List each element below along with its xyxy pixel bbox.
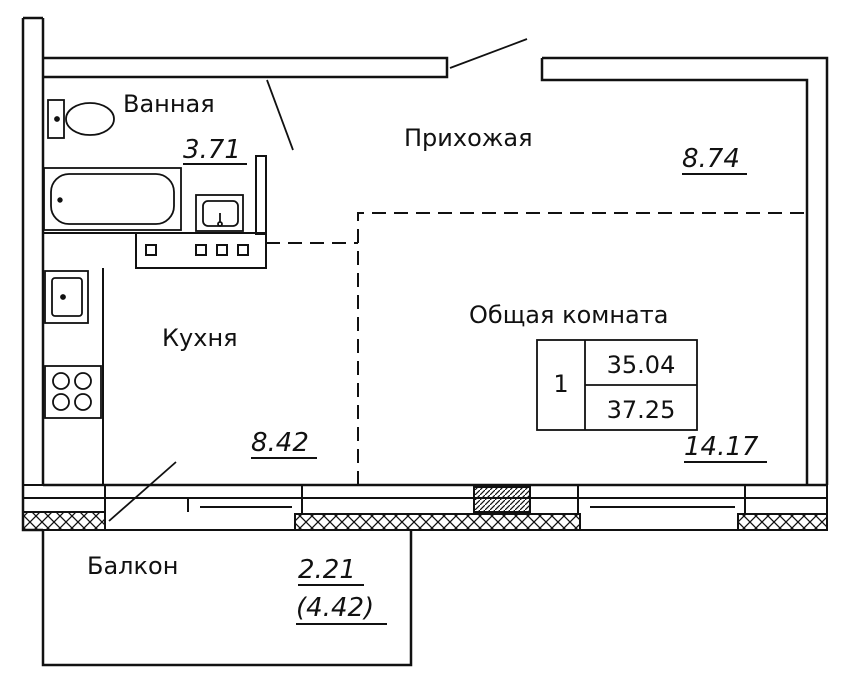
washbasin-icon [195,194,244,232]
kitchen-label: Кухня [162,324,238,352]
balcony-label: Балкон [87,552,178,580]
toilet-icon [47,99,115,139]
right-inner-wall [540,58,809,485]
stove-icon [44,365,102,419]
balcony-outline [41,530,413,667]
zone-borders [266,212,807,485]
left-outer-wall [21,18,43,532]
doors [108,38,528,522]
top-wall-right [542,56,829,485]
utility-duct [135,232,267,269]
kitchen-area: 8.42 [251,428,309,458]
interior-walls [43,155,267,485]
bathroom-label: Ванная [123,90,215,118]
total-area-value: 37.25 [607,396,676,424]
bathroom-door [266,79,294,151]
hallway-label: Прихожая [404,124,533,152]
kitchen-sink-icon [44,270,89,324]
balcony-area-reduced: (4.42) [296,593,374,623]
living-room-area: 14.17 [684,432,759,462]
balcony-area: 2.21 [298,555,356,585]
bottom-wall [22,484,828,531]
balcony-door [108,461,177,522]
living-area-value: 35.04 [607,351,676,379]
bathtub-icon [43,167,182,231]
hallway-area: 8.74 [682,144,740,174]
area-summary-table [536,339,698,431]
bathroom-partition [255,155,267,235]
bathroom-area: 3.71 [183,135,241,165]
top-wall-left [43,56,449,79]
radiator-block [473,486,531,513]
entrance-door [449,38,528,69]
living-room-label: Общая комната [469,301,668,329]
rooms-count: 1 [553,370,568,398]
